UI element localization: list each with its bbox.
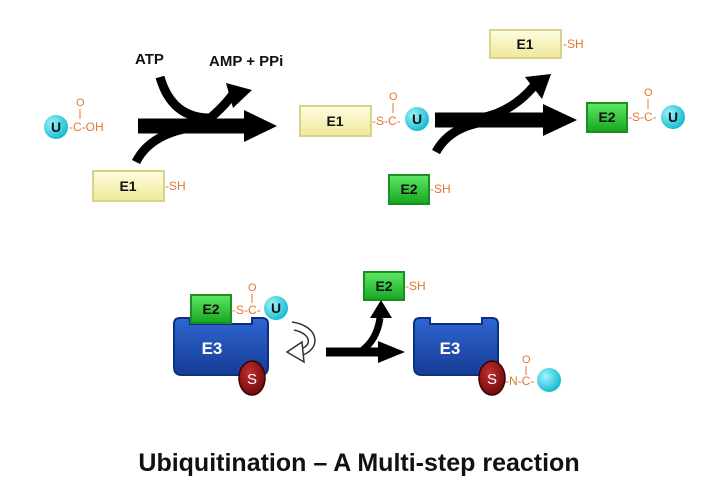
amp-release-arrowhead [226,83,252,108]
isopeptide-bond-label: -N-C- [505,374,534,388]
substrate-ball [478,360,506,396]
ubiquitin-label: U [668,109,678,125]
ubiquitin-ball [405,107,429,131]
carbonyl-oxygen-label: O [522,354,531,366]
e1-label: E1 [326,113,343,129]
e1-sh-released: E1 -SH [489,29,584,59]
ubiquitin-ball [44,115,68,139]
e2-ubiquitin-thioester: E2 -S-C- O U [586,87,685,133]
e2-label: E2 [202,301,219,317]
e2-sh-released: E2 -SH [363,271,426,301]
step-3-ligation: E3 S E2 -S-C- O U E2 -SH [173,271,561,396]
e3-label: E3 [202,339,223,358]
e3-complex-ubiquitinated: E3 S -N-C- O [413,317,561,396]
step-1-activation: U -C-OH O ATP AMP + PPi E1 -SH [44,51,283,202]
thiol-label: -SH [430,182,451,196]
e1-box [299,105,372,137]
substrate-label: S [487,371,497,388]
thiol-label: -SH [165,179,186,193]
e2-sh-reactant: E2 -SH [388,174,451,205]
amp-ppi-label: AMP + PPi [209,53,283,70]
thioester-label: -S-C- [372,114,401,128]
transfer-curved-arrow [285,321,316,364]
carbonyl-oxygen-label: O [389,91,398,103]
diagram-title: Ubiquitination – A Multi-step reaction [138,449,580,477]
thioester-label: -S-C- [628,110,657,124]
main-arrow-1-head [244,110,277,142]
e2-box [190,294,232,324]
ubiquitin-label: U [271,300,281,316]
ubiquitin-label: U [51,119,61,135]
atp-input-curve [155,75,211,123]
thiol-label: -SH [563,37,584,51]
carbonyl-oxygen-label: O [644,87,653,99]
e2-label: E2 [400,181,417,197]
carboxyl-group-label: -C-OH [69,120,104,134]
e1-label: E1 [516,36,533,52]
e2-box [388,174,430,205]
ubiquitin-ball [661,105,685,129]
free-ubiquitin: U -C-OH O [44,97,104,139]
carbonyl-oxygen-label: O [248,282,257,294]
e3-ligase-body [173,317,269,376]
e1-ubiquitin-thioester: E1 -S-C- O U [299,91,429,137]
e2-release-curve [357,317,384,355]
carbonyl-oxygen-label: O [76,97,85,109]
e3-ligase-body [413,317,499,376]
e2-label: E2 [598,109,615,125]
ubiquitin-ball [537,368,561,392]
main-arrow-2-head [543,104,577,136]
substrate-label: S [247,371,257,388]
e2-release-arrowhead [370,300,392,318]
e2-box [363,271,405,301]
e1-box [489,29,562,59]
e1-sh-reactant: E1 -SH [92,170,186,202]
e2-box [586,102,628,133]
ubiquitin-label: U [412,111,422,127]
e3-label: E3 [440,339,461,358]
thioester-label: -S-C- [232,303,261,317]
ubiquitin-ball [264,296,288,320]
e1-release-arrowhead [525,74,551,99]
thiol-label: -SH [405,279,426,293]
substrate-ball [238,360,266,396]
step-2-conjugation: E1 -SH E2 -SH E2 -S-C- O U [388,29,685,205]
e2-label: E2 [375,278,392,294]
e3-complex-bound: E3 S E2 -S-C- O U [173,282,288,396]
e1-label: E1 [119,178,136,194]
main-arrow-3-head [378,341,405,363]
atp-label: ATP [135,51,164,68]
e1-box [92,170,165,202]
